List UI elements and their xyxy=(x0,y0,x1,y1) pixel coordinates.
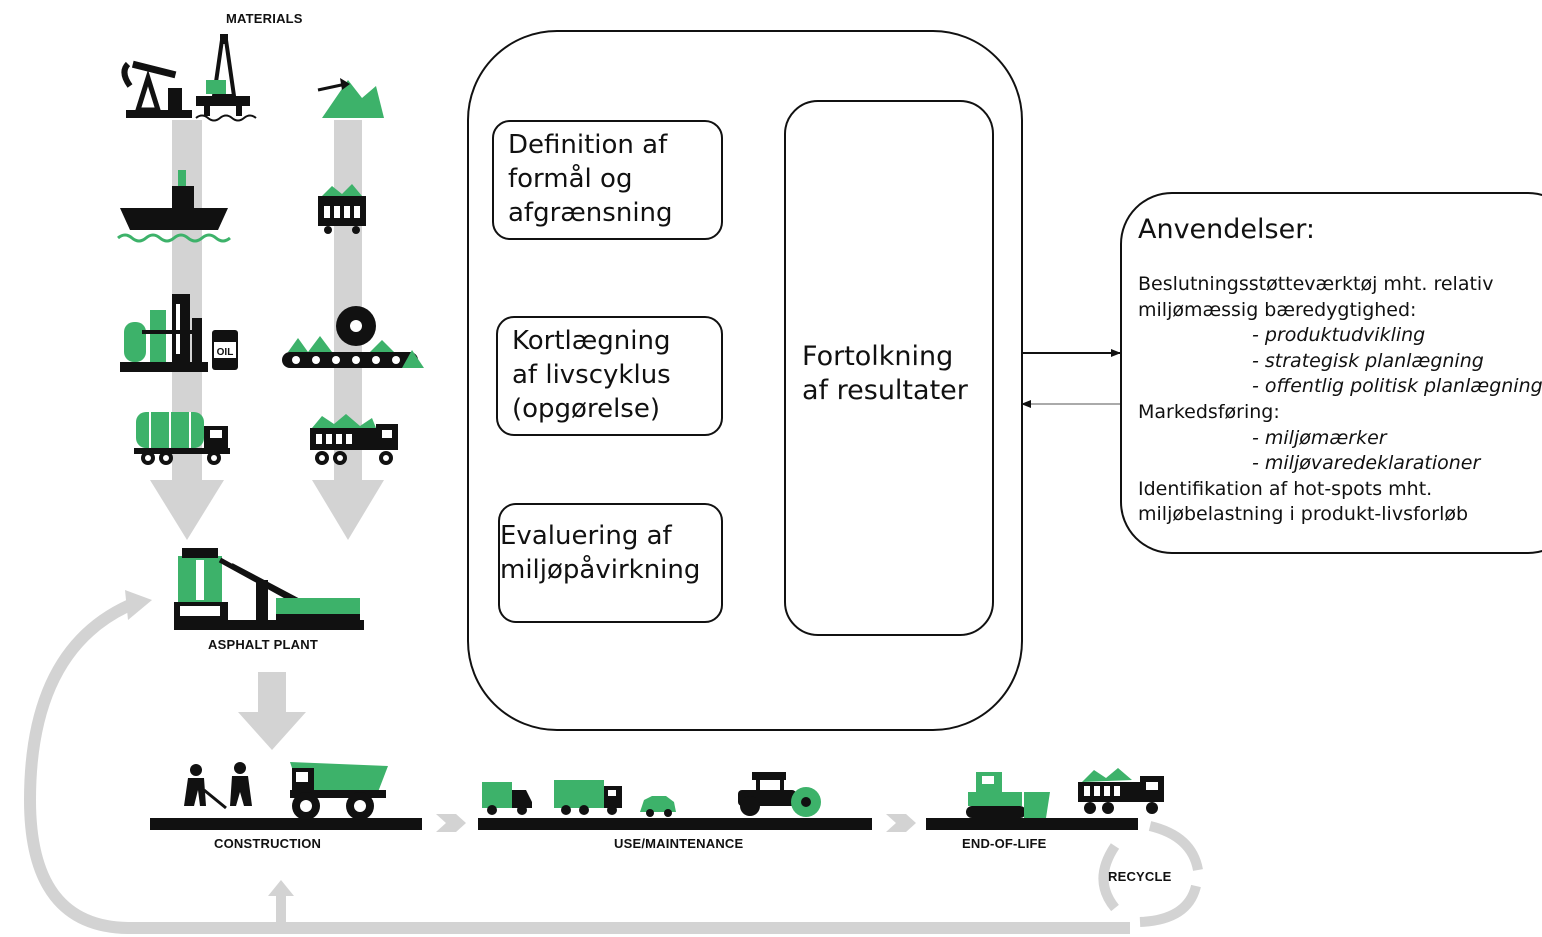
flow-arrow-right-head xyxy=(312,480,384,540)
ore-rail-car-icon xyxy=(318,184,366,234)
oil-pumpjack-icon xyxy=(121,60,192,118)
recycle-return-arrow-head xyxy=(125,590,152,620)
impact-line-2: miljøpåvirkning xyxy=(500,555,701,585)
applications-line: - miljøvaredeklarationer xyxy=(1252,452,1481,475)
interpretation-line-2: af resultater xyxy=(802,375,968,406)
flow-arrow-up-shaft xyxy=(276,892,286,930)
tanker-truck-icon xyxy=(134,412,230,465)
end-of-life-label: END-OF-LIFE xyxy=(962,836,1047,851)
flow-arrow-up-head xyxy=(268,880,294,896)
use-maintenance-label: USE/MAINTENANCE xyxy=(614,836,744,851)
end-of-life-road xyxy=(926,818,1138,830)
oil-drum-icon: OIL xyxy=(212,330,238,370)
use-maintenance-road xyxy=(478,818,872,830)
goal-scope-box: Definition af formål og afgrænsning xyxy=(492,120,723,240)
applications-line: - offentlig politisk planlægning xyxy=(1252,375,1542,398)
impact-assessment-box: Evaluering af miljøpåvirkning xyxy=(498,503,723,623)
road-roller-icon xyxy=(738,772,821,817)
tanker-ship-icon xyxy=(117,170,231,243)
flow-arrows xyxy=(150,120,916,930)
oil-drum-label: OIL xyxy=(217,347,234,358)
oil-rig-icon xyxy=(195,34,257,122)
applications-line: miljøbelastning i produkt-livsforløb xyxy=(1138,503,1469,526)
dump-truck-icon xyxy=(310,414,398,465)
flow-arrow-down-head xyxy=(238,712,306,750)
lorry-icon xyxy=(554,780,622,815)
crusher-conveyor-icon xyxy=(282,306,424,368)
construction-label: CONSTRUCTION xyxy=(214,836,322,851)
construction-road xyxy=(150,818,422,830)
inventory-line-2: af livscyklus xyxy=(512,360,671,390)
dumper-icon xyxy=(290,762,388,820)
applications-line: Identifikation af hot-spots mht. xyxy=(1138,477,1433,500)
delivery-van-icon xyxy=(482,782,532,815)
applications-line: - miljømærker xyxy=(1252,426,1387,449)
interpretation-box: Fortolkning af resultater xyxy=(784,100,994,636)
inventory-line-1: Kortlægning xyxy=(512,326,671,356)
flow-arrow-left-head xyxy=(150,480,224,540)
goal-scope-line-3: afgrænsning xyxy=(508,198,673,228)
inventory-box: Kortlægning af livscyklus (opgørelse) xyxy=(496,316,723,436)
goal-scope-line-2: formål og xyxy=(508,164,633,194)
applications-box: Anvendelser: Beslutningsstøtteværktøj mh… xyxy=(1120,192,1542,554)
applications-line: - produktudvikling xyxy=(1252,324,1426,347)
applications-line: - strategisk planlægning xyxy=(1252,349,1484,372)
asphalt-plant-label: ASPHALT PLANT xyxy=(208,637,318,652)
applications-line: Beslutningsstøtteværktøj mht. relativ xyxy=(1138,273,1494,295)
flow-chevron-2 xyxy=(886,814,916,832)
recycle-loop-top xyxy=(1148,821,1203,872)
recycle-label: RECYCLE xyxy=(1108,869,1172,884)
applications-title: Anvendelser: xyxy=(1138,214,1315,245)
materials-label: MATERIALS xyxy=(226,11,303,26)
recycle-loop-bottom xyxy=(1139,884,1201,927)
mining-mountain-icon xyxy=(317,78,384,118)
impact-line-1: Evaluering af xyxy=(500,521,672,551)
applications-list: Beslutningsstøtteværktøj mht. relativ mi… xyxy=(1138,272,1542,528)
flow-chevron-1 xyxy=(436,814,466,832)
bulldozer-icon xyxy=(966,772,1050,818)
goal-scope-line-1: Definition af xyxy=(508,130,668,160)
flow-arrow-down-shaft xyxy=(258,672,286,714)
refinery-icon xyxy=(120,294,208,372)
car-icon xyxy=(640,796,676,817)
interpretation-line-1: Fortolkning xyxy=(802,341,954,372)
applications-line: Markedsføring: xyxy=(1138,400,1280,423)
inventory-line-3: (opgørelse) xyxy=(512,394,660,424)
debris-truck-icon xyxy=(1078,768,1164,814)
recycle-loop-left xyxy=(1098,843,1120,912)
recycle-return-arrow xyxy=(23,599,1130,934)
asphalt-plant-icon xyxy=(174,548,364,630)
applications-line: miljømæssig bæredygtighed: xyxy=(1138,298,1417,321)
workers-icon xyxy=(184,762,252,810)
